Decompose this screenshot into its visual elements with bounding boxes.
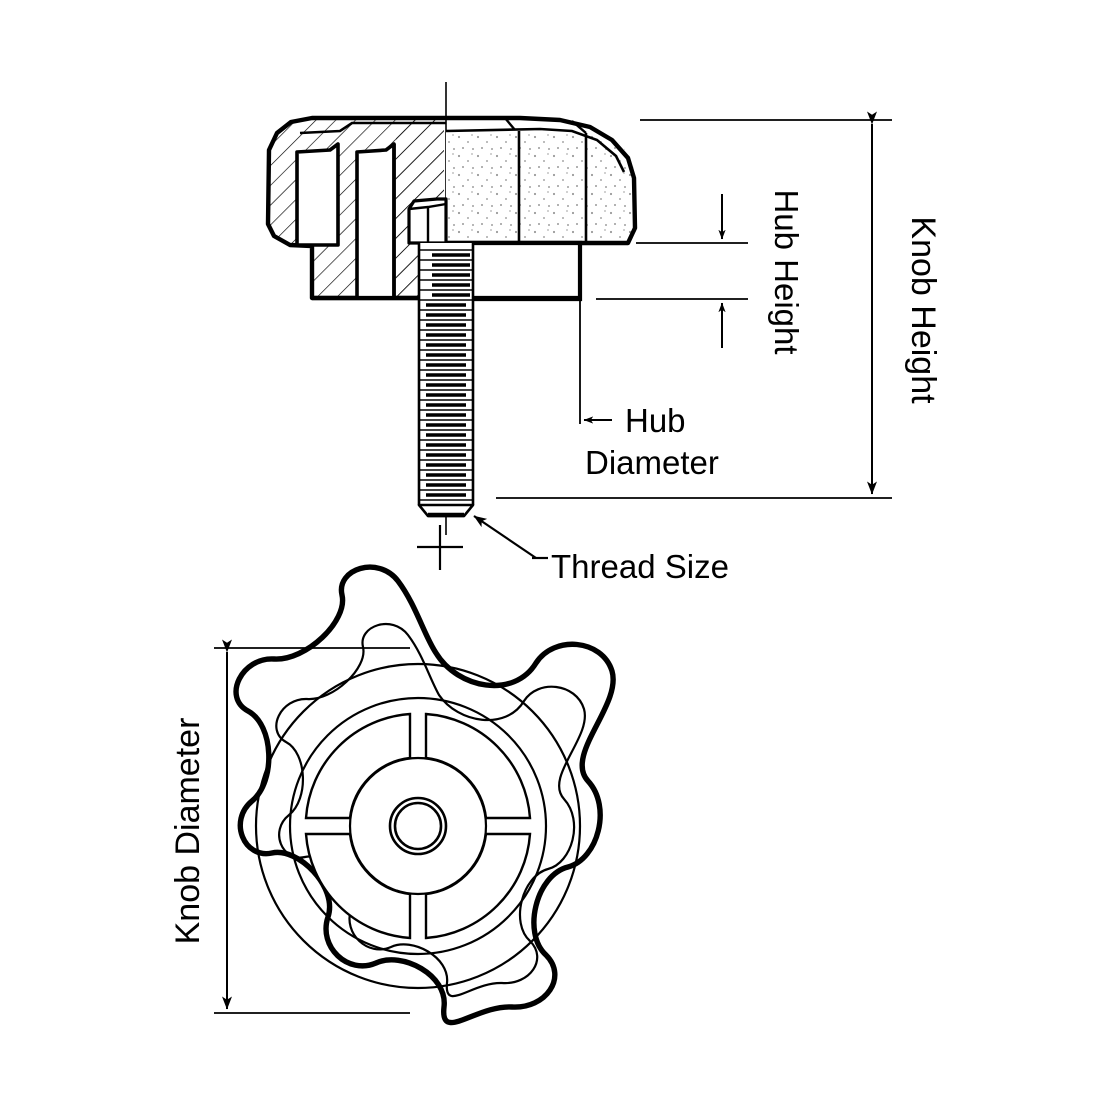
hub-diameter-label-line2: Diameter bbox=[585, 444, 719, 481]
plan-circle-mid bbox=[288, 696, 548, 956]
plan-circle-outer bbox=[254, 662, 582, 990]
grip-slot-left-inner bbox=[355, 142, 396, 300]
radial-slot-ring bbox=[304, 712, 532, 940]
threaded-rod bbox=[417, 243, 475, 518]
knob-body-cut-half bbox=[265, 115, 446, 301]
side-section-view: Knob Height Hub Height Hub Diameter bbox=[265, 82, 942, 585]
grip-slot-left-outer bbox=[295, 142, 340, 247]
hex-bolt-head bbox=[407, 197, 448, 245]
dimension-hub-diameter: Hub Diameter bbox=[579, 299, 719, 481]
center-mark-crosshair bbox=[417, 525, 463, 570]
thread-size-leader-line bbox=[473, 515, 537, 559]
dimension-knob-height: Knob Height bbox=[496, 111, 942, 499]
knob-lobe-stipple-fill bbox=[446, 131, 635, 244]
center-bore-inner bbox=[393, 801, 443, 851]
dimension-thread-size: Thread Size bbox=[473, 515, 729, 585]
knob-body-outside-half bbox=[445, 115, 638, 246]
hub-height-label: Hub Height bbox=[768, 189, 805, 354]
dimension-knob-diameter: Knob Diameter bbox=[169, 639, 410, 1014]
knob-diameter-label: Knob Diameter bbox=[169, 718, 207, 945]
knob-outer-lobed-profile bbox=[233, 564, 616, 1026]
knob-height-label: Knob Height bbox=[904, 216, 942, 404]
hub-diameter-label-line1: Hub bbox=[625, 402, 686, 439]
dimension-hub-height: Hub Height bbox=[596, 189, 805, 355]
plan-circle-inner bbox=[348, 756, 488, 896]
knob-outline-left bbox=[265, 115, 446, 301]
top-plan-view: Knob Diameter bbox=[169, 564, 616, 1026]
thread-size-label: Thread Size bbox=[551, 548, 729, 585]
knob-top-chamfer-line-right bbox=[445, 127, 626, 173]
thread-crest-lines bbox=[419, 249, 473, 501]
thread-root-lines bbox=[426, 253, 470, 497]
lobe-seam-1 bbox=[504, 117, 516, 131]
lobe-seam-2 bbox=[571, 120, 587, 134]
knob-outline-right bbox=[446, 115, 638, 246]
